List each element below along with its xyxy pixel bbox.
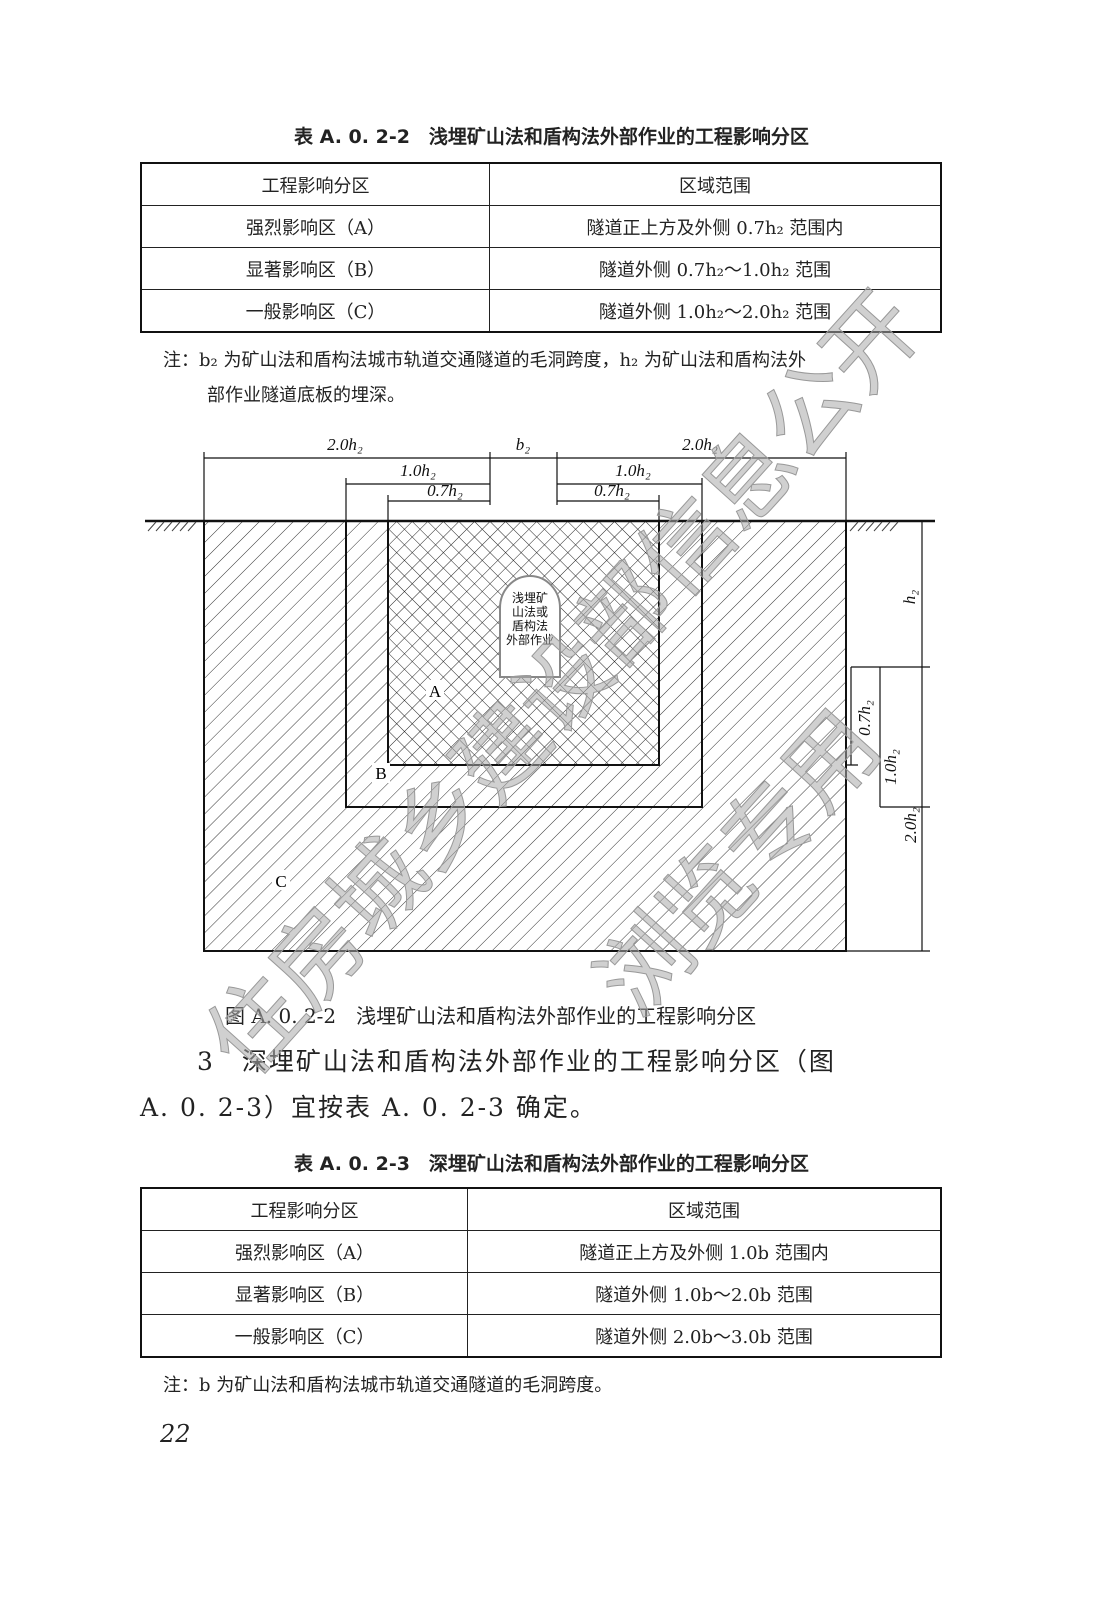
cell: 一般影响区（C） [140, 1314, 468, 1358]
header-cell: 区域范围 [467, 1187, 942, 1231]
cell: 显著影响区（B） [140, 1272, 468, 1315]
dim-right-inner: 0.7h₂ [594, 481, 630, 500]
dim-right-mid: 1.0h₂ [615, 461, 651, 480]
svg-text:山法或: 山法或 [512, 605, 548, 619]
dim-07: 0.7h₂ [855, 700, 874, 736]
cell: 隧道外侧 1.0b～2.0b 范围 [467, 1272, 942, 1315]
tunnel-outline [499, 575, 561, 678]
header-cell: 工程影响分区 [140, 1187, 468, 1231]
table-row: 显著影响区（B）隧道外侧 1.0b～2.0b 范围 [140, 1272, 942, 1315]
cell: 隧道外侧 1.0h₂～2.0h₂ 范围 [489, 289, 942, 333]
page-number: 22 [160, 1420, 191, 1448]
dim-left-outer: 2.0h₂ [327, 435, 363, 454]
zone-c-label: C [275, 872, 286, 891]
tunnel-label: 浅埋矿 山法或 盾构法 外部作业 [506, 591, 554, 647]
dim-left-mid: 1.0h₂ [400, 461, 436, 480]
dim-20: 2.0h₂ [901, 807, 920, 843]
paragraph-line2: A. 0. 2-3）宜按表 A. 0. 2-3 确定。 [140, 1093, 597, 1122]
zone-b-label: B [375, 764, 386, 783]
ground-hatch [147, 521, 899, 532]
svg-text:外部作业: 外部作业 [506, 632, 554, 647]
cell: 强烈影响区（A） [140, 1230, 468, 1273]
cell: 隧道正上方及外侧 1.0b 范围内 [467, 1230, 942, 1273]
cell: 显著影响区（B） [140, 247, 490, 290]
dim-10: 1.0h₂ [881, 749, 900, 785]
header-cell: 区域范围 [489, 162, 942, 206]
svg-text:浅埋矿: 浅埋矿 [512, 591, 548, 605]
table1: 工程影响分区区域范围 强烈影响区（A）隧道正上方及外侧 0.7h₂ 范围内 显著… [140, 162, 942, 333]
cell: 强烈影响区（A） [140, 205, 490, 248]
zone-a [387, 520, 660, 766]
table2-note: 注：b 为矿山法和盾构法城市轨道交通隧道的毛洞跨度。 [163, 1375, 613, 1396]
cell: 隧道外侧 0.7h₂～1.0h₂ 范围 [489, 247, 942, 290]
cell: 一般影响区（C） [140, 289, 490, 333]
figure-caption: 图 A. 0. 2-2 浅埋矿山法和盾构法外部作业的工程影响分区 [225, 1004, 757, 1028]
table1-caption: 表 A. 0. 2-2 浅埋矿山法和盾构法外部作业的工程影响分区 [294, 126, 809, 148]
cell: 隧道外侧 2.0b～3.0b 范围 [467, 1314, 942, 1358]
svg-text:盾构法: 盾构法 [512, 618, 548, 633]
table2-caption: 表 A. 0. 2-3 深埋矿山法和盾构法外部作业的工程影响分区 [294, 1153, 809, 1175]
table-row: 一般影响区（C）隧道外侧 1.0h₂～2.0h₂ 范围 [140, 289, 942, 333]
zone-a-label: A [429, 682, 442, 701]
table-row: 强烈影响区（A）隧道正上方及外侧 1.0b 范围内 [140, 1230, 942, 1273]
table1-note-line1: 注：b₂ 为矿山法和盾构法城市轨道交通隧道的毛洞跨度，h₂ 为矿山法和盾构法外 [163, 350, 806, 371]
table1-note-line2: 部作业隧道底板的埋深。 [207, 385, 405, 406]
table-header-row: 工程影响分区区域范围 [140, 162, 942, 206]
table-row: 一般影响区（C）隧道外侧 2.0b～3.0b 范围 [140, 1314, 942, 1358]
dimension-lines [203, 452, 930, 952]
header-cell: 工程影响分区 [140, 162, 490, 206]
dim-right-outer: 2.0h₂ [682, 435, 718, 454]
zone-diagram: 浅埋矿 山法或 盾构法 外部作业 A B C 2.0h₂ b₂ 2.0h₂ 1.… [145, 435, 935, 952]
table-header-row: 工程影响分区区域范围 [140, 1187, 942, 1231]
table-row: 显著影响区（B）隧道外侧 0.7h₂～1.0h₂ 范围 [140, 247, 942, 290]
table2: 工程影响分区区域范围 强烈影响区（A）隧道正上方及外侧 1.0b 范围内 显著影… [140, 1187, 942, 1358]
paragraph-line1: 3 深埋矿山法和盾构法外部作业的工程影响分区（图 [197, 1047, 836, 1076]
dim-center: b₂ [516, 435, 531, 454]
dim-left-inner: 0.7h₂ [427, 481, 463, 500]
dim-depth: h₂ [900, 590, 919, 605]
